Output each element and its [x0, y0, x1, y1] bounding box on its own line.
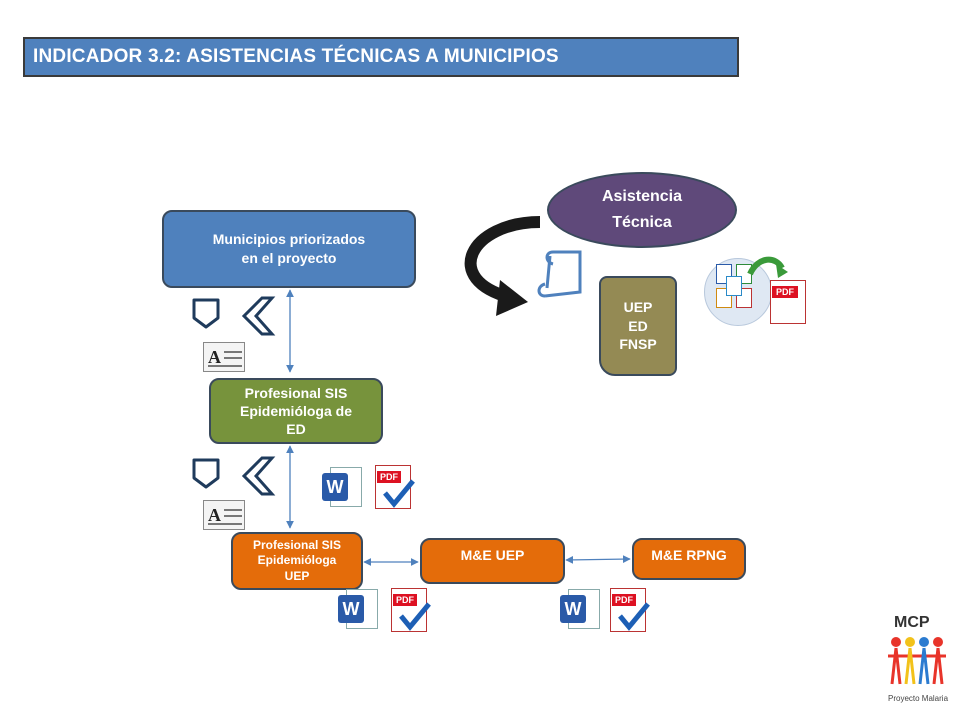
- double-chevron-left-icon: [241, 296, 276, 336]
- people-figures-icon: [888, 637, 946, 685]
- pdf-check-icon: PDF: [610, 588, 650, 632]
- logo-text: MCP: [894, 614, 930, 631]
- label-uep: UEP: [623, 298, 653, 315]
- office-to-pdf-icon: PDF: [704, 254, 808, 326]
- label-ed: ED: [628, 317, 648, 334]
- node-asistencia-tecnica: Asistencia Técnica: [547, 172, 737, 248]
- document-text-icon: A: [203, 342, 245, 372]
- node-municipios: Municipios priorizados en el proyecto: [162, 210, 416, 288]
- node-me-uep: M&E UEP: [420, 538, 565, 584]
- pentagon-icon: [192, 298, 220, 329]
- mcp-logo: MCP Proyecto Malaria: [880, 614, 956, 710]
- scroll-icon: [537, 250, 582, 298]
- word-document-icon: W: [560, 589, 600, 629]
- logo-subtitle: Proyecto Malaria: [888, 694, 949, 703]
- word-document-icon: W: [338, 589, 378, 629]
- pdf-check-icon: PDF: [375, 465, 415, 509]
- double-chevron-left-icon: [241, 456, 276, 496]
- slide-title: INDICADOR 3.2: ASISTENCIAS TÉCNICAS A MU…: [23, 37, 739, 77]
- word-document-icon: W: [322, 467, 362, 507]
- node-profesional-ed: Profesional SIS Epidemióloga de ED: [209, 378, 383, 444]
- pentagon-icon: [192, 458, 220, 489]
- node-me-rpng: M&E RPNG: [632, 538, 746, 580]
- node-uep-ed-fnsp: UEP ED FNSP: [599, 276, 677, 376]
- arrow-me-uep-me-rpng: [565, 555, 631, 564]
- pdf-check-icon: PDF: [391, 588, 431, 632]
- label-fnsp: FNSP: [619, 336, 657, 353]
- curved-arrow-icon: [464, 216, 541, 316]
- document-text-icon: A: [203, 500, 245, 530]
- node-profesional-uep: Profesional SIS Epidemióloga UEP: [231, 532, 363, 590]
